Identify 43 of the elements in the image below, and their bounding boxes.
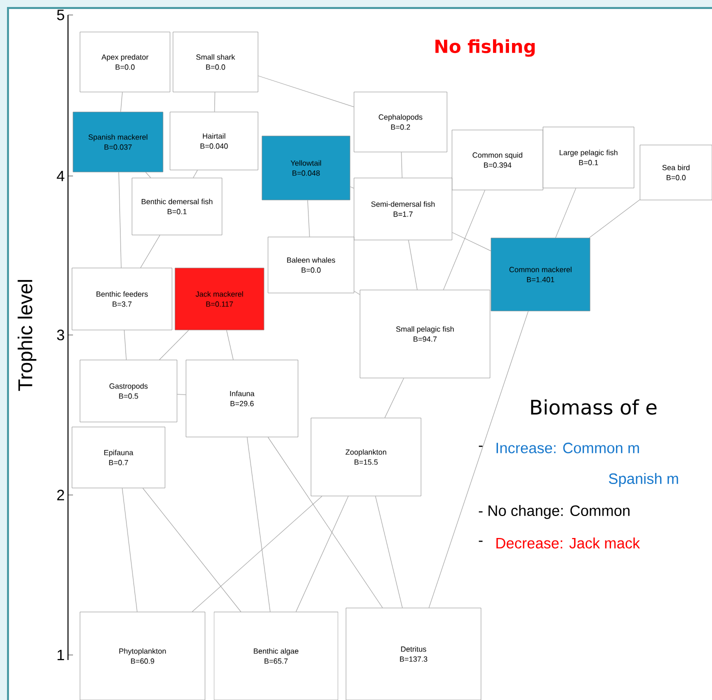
bullet-dash: -: [478, 540, 483, 542]
connector-line: [192, 496, 322, 612]
connector-line: [588, 199, 640, 238]
connector-line: [555, 188, 576, 238]
connector-line: [246, 436, 270, 612]
heading: Biomass of e: [531, 399, 657, 415]
connector-line: [307, 200, 310, 238]
result-text: - No change: Common: [478, 505, 630, 519]
connector-line: [214, 92, 216, 112]
tick-label: 1: [58, 650, 64, 660]
connector-line: [120, 92, 123, 112]
connector-line: [176, 394, 186, 396]
connector-line: [258, 76, 354, 108]
connector-line: [142, 488, 242, 612]
connector-line: [118, 172, 122, 268]
result-text: Decrease: Jack mack: [496, 537, 640, 548]
connector-line: [401, 152, 402, 178]
connector-line: [159, 330, 189, 360]
connector-line: [192, 170, 198, 178]
connector-line: [296, 496, 349, 612]
tick-label: 5: [57, 10, 64, 20]
connector-line: [140, 234, 160, 268]
result-text: Increase: Common m: [496, 442, 639, 454]
tick-label: 4: [56, 170, 64, 182]
axis-title: Trophic level: [18, 280, 36, 391]
connector-line: [145, 172, 151, 178]
connector-line: [226, 330, 234, 360]
connector-line: [122, 488, 138, 612]
connector-line: [268, 436, 383, 608]
connector-line: [354, 290, 360, 295]
title: No fishing: [435, 39, 535, 57]
connector-line: [350, 186, 354, 188]
connector-line: [408, 240, 418, 290]
connector-line: [375, 496, 403, 608]
connector-line: [428, 310, 528, 608]
result-text: Spanish m: [608, 473, 678, 487]
connector-line: [384, 378, 404, 418]
connector-line: [452, 232, 492, 252]
connector-line: [124, 330, 127, 360]
tick-label: 3: [57, 330, 64, 340]
bullet-dash: -: [478, 446, 483, 447]
connector-line: [443, 190, 486, 290]
tick-label: 2: [57, 490, 64, 500]
